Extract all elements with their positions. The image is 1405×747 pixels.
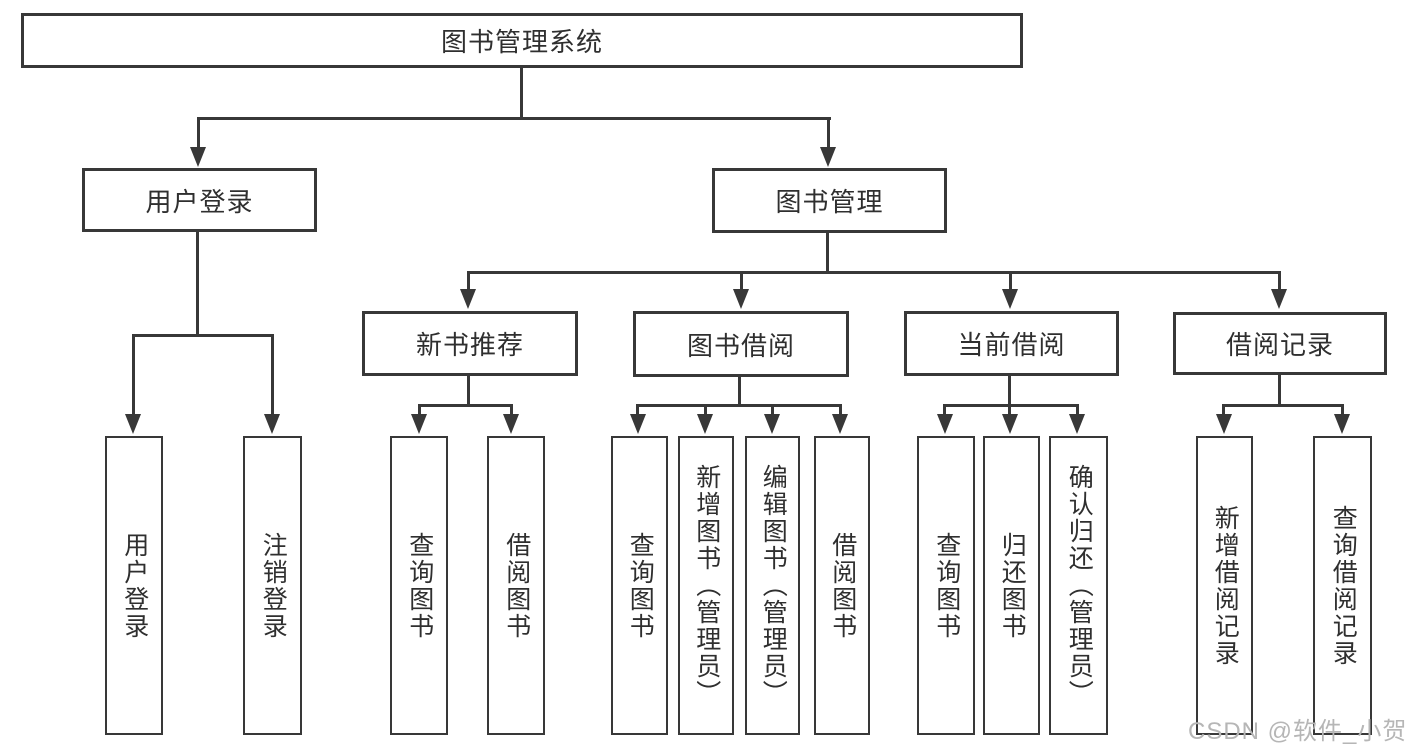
arrow-head-icon bbox=[733, 289, 749, 309]
connector-stem bbox=[636, 404, 639, 417]
connector-stem bbox=[1008, 404, 1011, 417]
connector-bookmgmt-drop bbox=[826, 233, 829, 274]
connector-userlogin-rail bbox=[132, 334, 274, 337]
connector-borrowing-drop bbox=[738, 377, 741, 407]
arrow-head-icon bbox=[937, 414, 953, 434]
arrow-head-icon bbox=[264, 414, 280, 434]
node-current-query-books: 查询图书 bbox=[917, 436, 975, 735]
connector-stem bbox=[132, 334, 135, 416]
node-records-query-borrow-record: 查询借阅记录 bbox=[1313, 436, 1372, 735]
node-newbook-query-books: 查询图书 bbox=[390, 436, 448, 735]
node-book-borrowing: 图书借阅 bbox=[633, 311, 849, 377]
arrow-head-icon bbox=[630, 414, 646, 434]
arrow-head-icon bbox=[1216, 414, 1232, 434]
node-current-borrowing: 当前借阅 bbox=[904, 311, 1119, 376]
node-borrowing-query-books: 查询图书 bbox=[611, 436, 668, 735]
arrow-head-icon bbox=[460, 289, 476, 309]
arrow-head-icon bbox=[820, 147, 836, 167]
arrow-head-icon bbox=[832, 414, 848, 434]
arrow-head-icon bbox=[1069, 414, 1085, 434]
arrow-head-icon bbox=[1334, 414, 1350, 434]
connector-stem bbox=[1341, 404, 1344, 417]
node-current-confirm-return-admin: 确认归还（管理员） bbox=[1049, 436, 1108, 735]
connector-stem bbox=[1222, 404, 1225, 417]
connector-stem bbox=[418, 404, 421, 417]
node-book-management: 图书管理 bbox=[712, 168, 947, 233]
csdn-watermark: CSDN @软件_小贺同学 bbox=[1188, 718, 1405, 745]
connector-newbook-drop bbox=[467, 376, 470, 407]
connector-stem bbox=[271, 334, 274, 416]
connector-stem bbox=[704, 404, 707, 417]
node-records-add-borrow-record: 新增借阅记录 bbox=[1196, 436, 1253, 735]
node-library-management-system: 图书管理系统 bbox=[21, 13, 1023, 68]
arrow-head-icon bbox=[503, 414, 519, 434]
node-user-login-leaf: 用户登录 bbox=[105, 436, 163, 735]
arrow-head-icon bbox=[1271, 289, 1287, 309]
node-logout: 注销登录 bbox=[243, 436, 302, 735]
connector-stem bbox=[1009, 271, 1012, 292]
arrow-head-icon bbox=[697, 414, 713, 434]
node-user-login: 用户登录 bbox=[82, 168, 317, 232]
arrow-head-icon bbox=[411, 414, 427, 434]
node-borrowing-add-books-admin: 新增图书（管理员） bbox=[678, 436, 734, 735]
node-newbook-borrow-books: 借阅图书 bbox=[487, 436, 545, 735]
connector-stem bbox=[771, 404, 774, 417]
connector-stem bbox=[197, 117, 200, 148]
connector-stem bbox=[740, 271, 743, 292]
node-borrowing-borrow-books: 借阅图书 bbox=[814, 436, 870, 735]
arrow-head-icon bbox=[190, 147, 206, 167]
arrow-head-icon bbox=[125, 414, 141, 434]
connector-borrowing-rail bbox=[636, 404, 842, 407]
connector-current-drop bbox=[1008, 376, 1011, 407]
node-current-return-books: 归还图书 bbox=[983, 436, 1040, 735]
arrow-head-icon bbox=[764, 414, 780, 434]
arrow-head-icon bbox=[1002, 414, 1018, 434]
connector-stem bbox=[467, 271, 470, 292]
connector-stem bbox=[1278, 271, 1281, 292]
connector-stem bbox=[839, 404, 842, 417]
node-borrowing-records: 借阅记录 bbox=[1173, 312, 1387, 375]
node-borrowing-edit-books-admin: 编辑图书（管理员） bbox=[745, 436, 800, 735]
connector-stem bbox=[827, 117, 830, 148]
connector-stem bbox=[510, 404, 513, 417]
connector-stem bbox=[1076, 404, 1079, 417]
node-new-book-recommendation: 新书推荐 bbox=[362, 311, 578, 376]
connector-userlogin-drop bbox=[196, 232, 199, 336]
connector-newbook-rail bbox=[418, 404, 513, 407]
connector-stem bbox=[943, 404, 946, 417]
connector-root-rail bbox=[197, 117, 831, 120]
connector-bookmgmt-rail bbox=[467, 271, 1281, 274]
connector-root-drop bbox=[520, 68, 523, 118]
arrow-head-icon bbox=[1002, 289, 1018, 309]
connector-records-drop bbox=[1278, 375, 1281, 407]
connector-records-rail bbox=[1222, 404, 1344, 407]
connector-current-rail bbox=[943, 404, 1079, 407]
